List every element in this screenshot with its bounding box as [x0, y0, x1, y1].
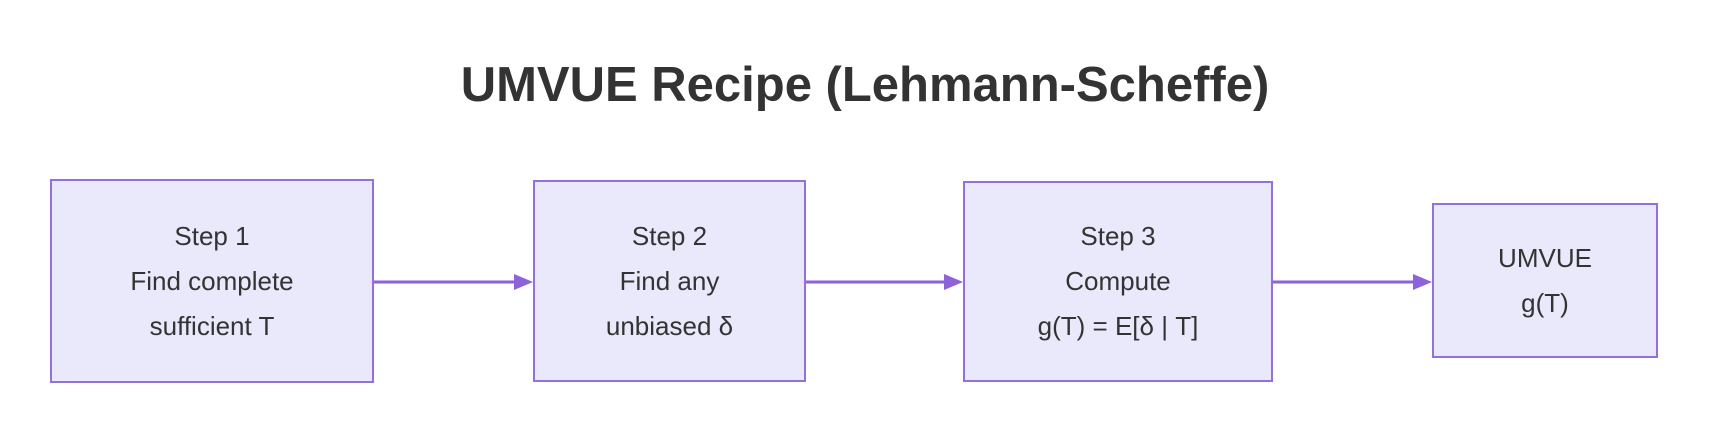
node-step3-line-2: Compute	[1065, 266, 1171, 296]
node-step3-line-3: g(T) = E[δ | T]	[1037, 311, 1199, 341]
arrow-step3-to-result	[1273, 274, 1432, 290]
node-step1-line-3: sufficient T	[149, 310, 275, 341]
arrow-step1-to-step2	[374, 274, 533, 290]
node-step1-line-2: Find complete	[130, 265, 294, 296]
node-step1-line-1: Step 1	[174, 220, 250, 251]
node-step2-line-2: Find any	[619, 265, 720, 296]
flowchart-node-step2: Step 2 Find any unbiased δ	[533, 180, 806, 382]
flowchart-node-step3: Step 3 Compute g(T) = E[δ | T]	[963, 181, 1273, 382]
node-result-line-2: g(T)	[1521, 287, 1569, 318]
flowchart-node-step1: Step 1 Find complete sufficient T	[50, 179, 374, 383]
node-step3-line-1: Step 3	[1080, 221, 1156, 251]
node-result-line-1: UMVUE	[1498, 242, 1592, 273]
node-step2-line-3: unbiased δ	[605, 310, 734, 341]
diagram-title: UMVUE Recipe (Lehmann-Scheffe)	[460, 58, 1270, 112]
flowchart-node-result-umvue: UMVUE g(T)	[1432, 203, 1658, 358]
node-step2-line-1: Step 2	[631, 220, 708, 251]
arrow-step2-to-step3	[806, 274, 963, 290]
